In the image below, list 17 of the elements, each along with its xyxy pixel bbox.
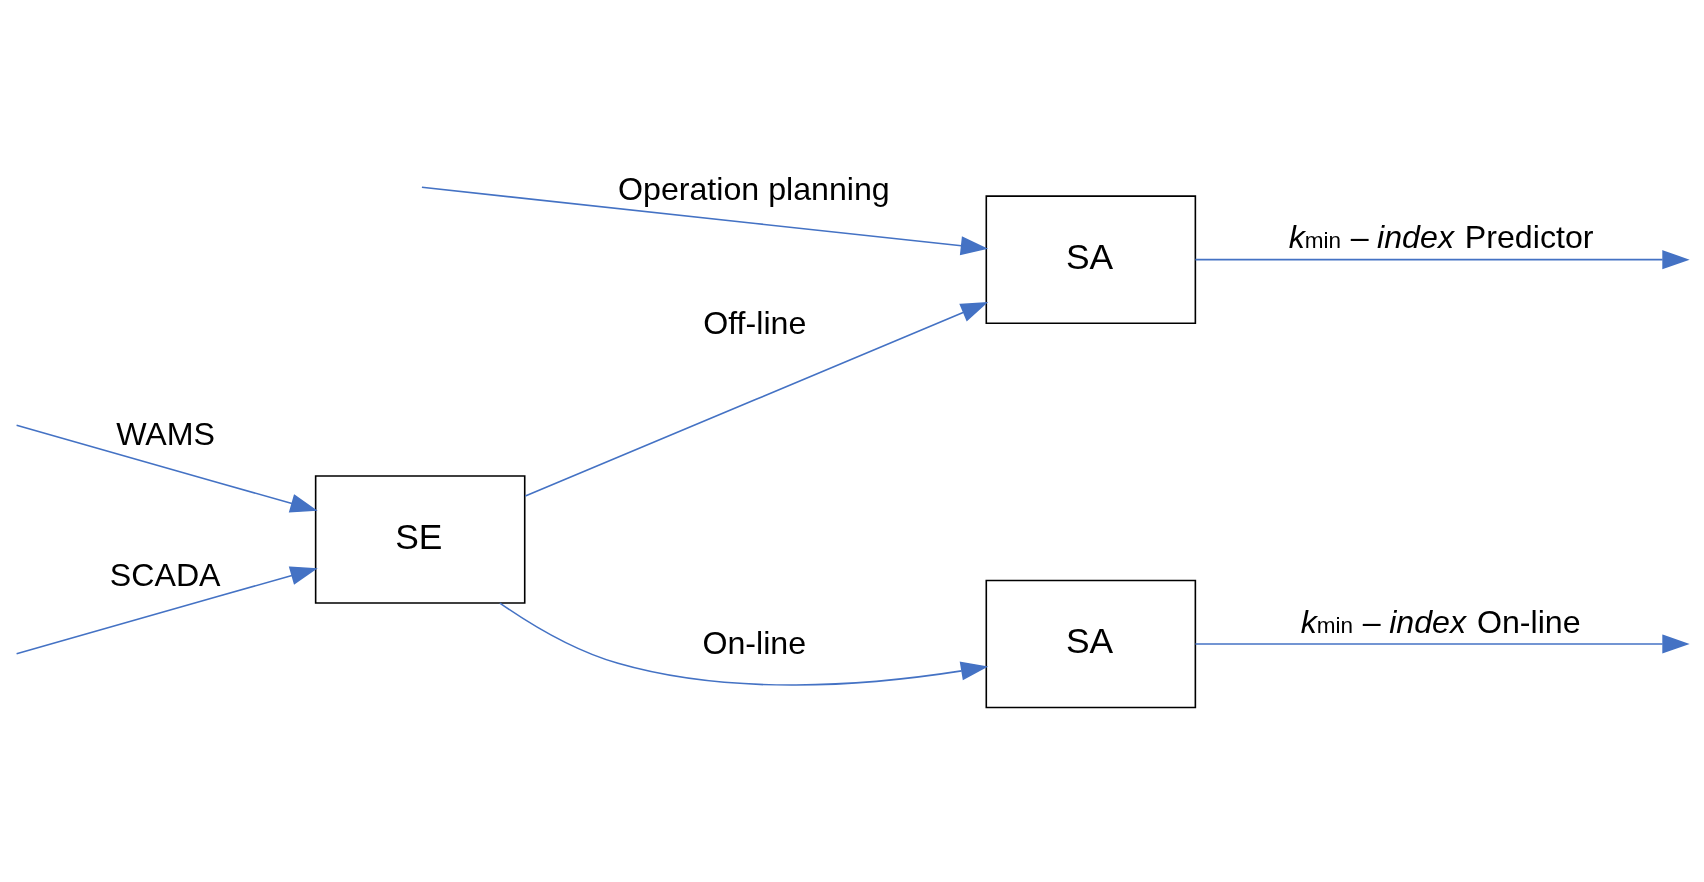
arrow [15, 566, 318, 655]
edge-label: Operation planning [618, 171, 890, 208]
arrow [499, 602, 989, 686]
node-box: SE [314, 475, 526, 604]
edge-label: Off-line [703, 304, 807, 341]
arrow [1194, 250, 1690, 270]
edge-label: On-line [702, 624, 807, 661]
node-box: SA [985, 579, 1197, 709]
edge-label: WAMS [116, 415, 216, 452]
arrow [1194, 634, 1690, 654]
edge-label: kmin – index On-line [1300, 603, 1581, 640]
node-box: SA [985, 195, 1197, 324]
edge-label: SCADA [109, 557, 221, 594]
arrow [524, 302, 989, 497]
arrow [15, 424, 318, 513]
edge-label: kmin – index Predictor [1288, 219, 1594, 256]
arrow [421, 186, 989, 256]
